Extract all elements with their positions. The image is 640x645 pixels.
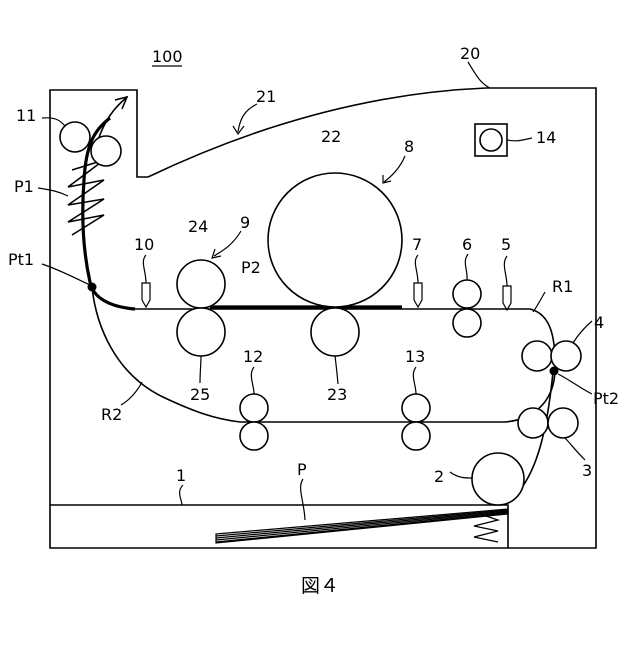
discharge-arrow [98, 98, 126, 140]
roller-6a [453, 280, 481, 308]
roller-4a [522, 341, 552, 371]
label-Pt1: Pt1 [8, 250, 34, 269]
roller-3a [518, 408, 548, 438]
label-100: 100 [152, 47, 183, 66]
label-7: 7 [412, 235, 422, 254]
label-24: 24 [188, 217, 208, 236]
label-P: P [297, 460, 307, 479]
roller-6b [453, 309, 481, 337]
sensor-10 [142, 283, 150, 307]
label-R2: R2 [101, 405, 122, 424]
tray-spring [474, 516, 498, 542]
roller-12b [240, 422, 268, 450]
label-4: 4 [594, 313, 604, 332]
label-23: 23 [327, 385, 347, 404]
label-P2: P2 [241, 258, 261, 277]
paper-stack [216, 509, 508, 543]
roller-13b [402, 422, 430, 450]
label-14: 14 [536, 128, 556, 147]
label-2: 2 [434, 467, 444, 486]
exit-roller-a [60, 122, 90, 152]
roller-13a [402, 394, 430, 422]
sensor-5 [503, 286, 511, 310]
label-5: 5 [501, 235, 511, 254]
exit-roller-b [91, 136, 121, 166]
pressure-roller-23 [311, 308, 359, 356]
label-20: 20 [460, 44, 480, 63]
paper-tray [50, 505, 508, 548]
label-R1: R1 [552, 277, 573, 296]
label-25: 25 [190, 385, 210, 404]
label-13: 13 [405, 347, 425, 366]
roller-24 [177, 260, 225, 308]
label-9: 9 [240, 213, 250, 232]
label-6: 6 [462, 235, 472, 254]
sensor-14-circle [480, 129, 502, 151]
figure-caption: 図４ [301, 575, 339, 597]
label-P1: P1 [14, 177, 34, 196]
roller-4b [551, 341, 581, 371]
label-22: 22 [321, 127, 341, 146]
label-3: 3 [582, 461, 592, 480]
label-8: 8 [404, 137, 414, 156]
label-11: 11 [16, 106, 36, 125]
roller-12a [240, 394, 268, 422]
fuser-roller-22 [268, 173, 402, 307]
roller-25 [177, 308, 225, 356]
sensor-7 [414, 283, 422, 307]
label-1: 1 [176, 466, 186, 485]
roller-3b [548, 408, 578, 438]
label-21: 21 [256, 87, 276, 106]
label-Pt2: Pt2 [593, 389, 619, 408]
pickup-roller-2 [472, 453, 524, 505]
label-12: 12 [243, 347, 263, 366]
label-10: 10 [134, 235, 154, 254]
